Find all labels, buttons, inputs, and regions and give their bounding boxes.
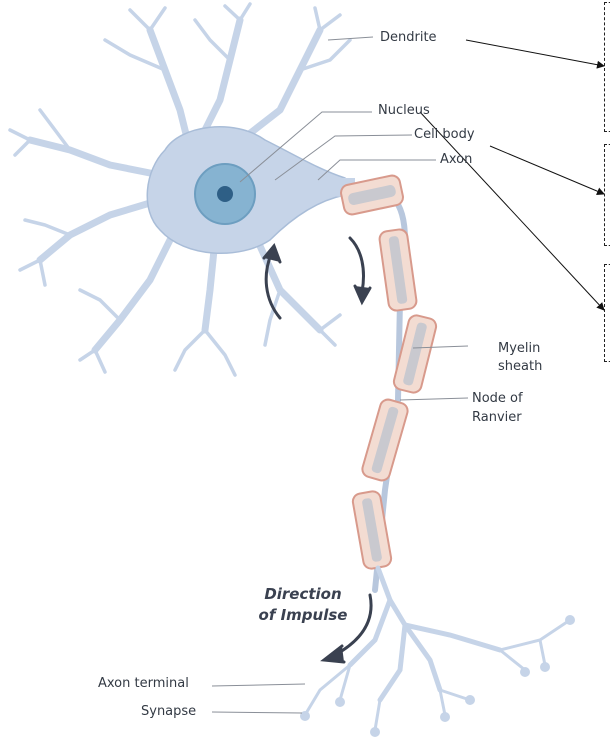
answer-box[interactable]	[604, 144, 610, 246]
myelin-segments	[340, 174, 438, 570]
label-node-of-ranvier-line1: Node of	[472, 391, 523, 406]
label-axon-terminal: Axon terminal	[98, 676, 189, 691]
synapse-knobs	[300, 615, 575, 737]
axon-terminals	[303, 565, 572, 732]
label-direction-of-impulse-line2: of Impulse	[258, 606, 348, 624]
impulse-arrow	[348, 236, 365, 294]
label-node-of-ranvier-line2: Ranvier	[472, 410, 522, 425]
answer-box[interactable]	[604, 2, 610, 132]
impulse-arrows	[262, 236, 373, 664]
label-myelin-sheath-line1: Myelin	[498, 341, 541, 356]
label-nucleus: Nucleus	[378, 103, 430, 118]
label-synapse: Synapse	[141, 704, 197, 719]
label-axon: Axon	[440, 152, 473, 167]
dendrites	[8, 2, 352, 377]
answer-box[interactable]	[604, 264, 610, 362]
label-direction-of-impulse-line1: Direction	[264, 585, 342, 603]
label-myelin-sheath-line2: sheath	[498, 359, 543, 374]
label-cell-body: Cell body	[414, 127, 475, 142]
label-dendrite: Dendrite	[380, 30, 437, 45]
nucleus-inner	[217, 186, 233, 202]
answer-arrows	[419, 39, 605, 311]
leader-lines	[211, 36, 469, 714]
